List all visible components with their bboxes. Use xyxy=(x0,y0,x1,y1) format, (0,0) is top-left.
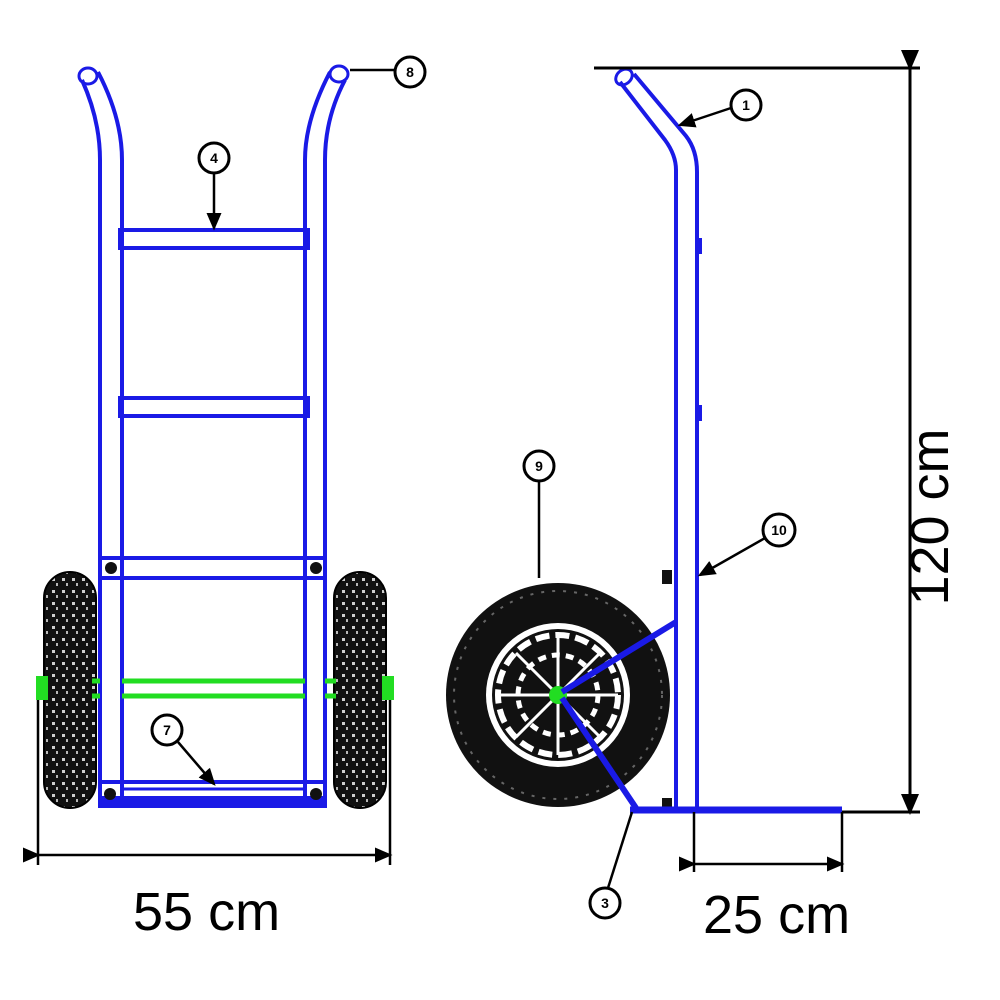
side-view xyxy=(446,50,920,872)
cross-bar-middle xyxy=(118,396,310,418)
front-left-upright xyxy=(77,66,124,805)
height-dimension-line xyxy=(594,50,920,815)
front-right-wheel xyxy=(333,571,387,809)
bottom-bar xyxy=(98,780,327,808)
callout-1: 1 xyxy=(677,88,763,128)
wheel-brace xyxy=(559,619,678,810)
width-dimension-line xyxy=(23,700,393,865)
callout-7: 7 xyxy=(150,713,216,786)
callout-10: 10 xyxy=(697,512,797,577)
callout-8-label: 8 xyxy=(406,64,414,80)
depth-dimension-line xyxy=(679,812,845,872)
cross-bar-lower xyxy=(98,556,327,580)
callout-1-label: 1 xyxy=(742,97,750,113)
front-axle xyxy=(92,678,336,699)
height-dimension-label: 120 cm xyxy=(900,428,960,606)
front-view xyxy=(23,64,394,865)
callout-9: 9 xyxy=(522,449,556,578)
cross-bar-top xyxy=(118,228,310,250)
callout-3-label: 3 xyxy=(601,895,609,911)
depth-dimension-label: 25 cm xyxy=(703,885,851,945)
callout-4: 4 xyxy=(197,141,231,231)
callout-9-label: 9 xyxy=(535,458,543,474)
callout-3: 3 xyxy=(588,811,634,920)
callout-10-label: 10 xyxy=(771,522,787,538)
width-dimension-label: 55 cm xyxy=(133,882,281,942)
front-left-wheel xyxy=(43,571,97,809)
callout-7-label: 7 xyxy=(163,722,171,738)
callout-4-label: 4 xyxy=(210,150,218,166)
front-right-upright xyxy=(303,64,350,805)
side-upright xyxy=(614,67,699,808)
callout-8: 8 xyxy=(350,55,427,89)
side-wheel xyxy=(446,583,670,807)
